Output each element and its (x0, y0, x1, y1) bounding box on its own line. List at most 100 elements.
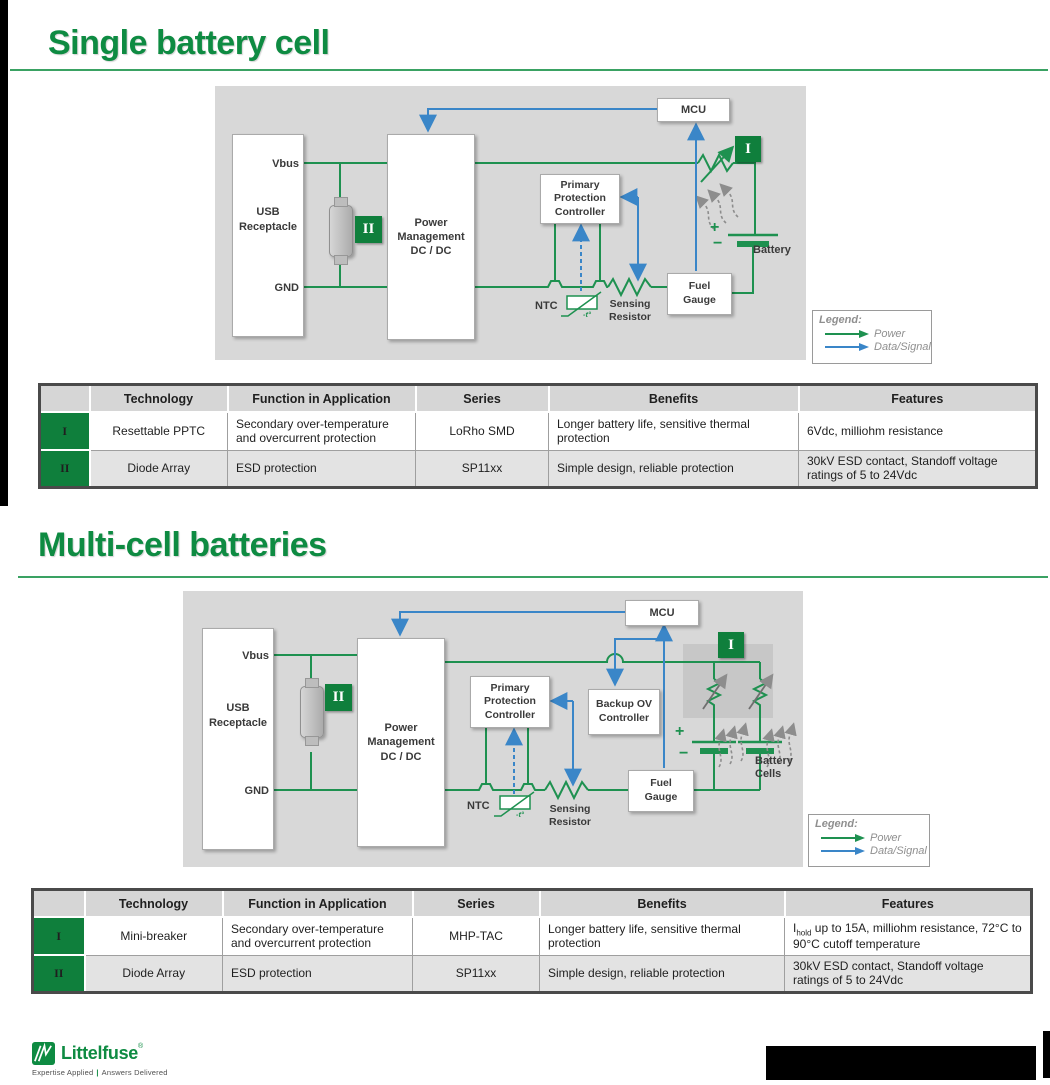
features-subscript: hold (796, 928, 812, 938)
cell-technology: Diode Array (84, 954, 223, 993)
cell-benefits: Simple design, reliable protection (548, 449, 799, 488)
ntc-temp-mark: -t° (516, 810, 524, 819)
usb-receptacle-label: USB Receptacle (208, 702, 268, 729)
table-header-row: Technology Function in Application Serie… (31, 888, 1033, 918)
redacted-footer-block (766, 1046, 1036, 1080)
multi-cell-diagram: Vbus USB Receptacle GND II Power Managem… (183, 591, 803, 867)
multi-cell-spec-table: Technology Function in Application Serie… (31, 888, 1033, 994)
cell-function: Secondary over-temperature and overcurre… (227, 411, 416, 451)
diode-bottom-lead (305, 736, 319, 746)
cell-benefits: Longer battery life, sensitive thermal p… (548, 411, 799, 451)
header-technology: Technology (83, 888, 224, 918)
header-technology: Technology (88, 383, 229, 413)
badge-II: II (355, 216, 382, 243)
battery-minus-sign: − (679, 745, 689, 762)
row-badge-cell: I (31, 916, 86, 956)
cell-series: SP11xx (415, 449, 549, 488)
battery-minus-sign: − (713, 235, 723, 252)
signal-arrow-icon (825, 343, 869, 351)
usb-receptacle-box: Vbus USB Receptacle GND (232, 134, 304, 337)
cell-features: 30kV ESD contact, Standoff voltage ratin… (798, 449, 1037, 488)
diode-array-component (329, 205, 353, 257)
left-edge-black-strip (0, 0, 8, 506)
tagline-left: Expertise Applied (32, 1068, 94, 1077)
vbus-label: Vbus (272, 158, 299, 170)
legend-title: Legend: (815, 818, 858, 830)
littelfuse-logo-lockup: Littelfuse® Expertise Applied|Answers De… (32, 1042, 168, 1077)
gnd-label: GND (274, 282, 299, 294)
features-symbol: I (793, 921, 797, 936)
right-edge-black-strip (1043, 1031, 1050, 1078)
battery-thick-plate (737, 241, 769, 247)
fuel-gauge-box: Fuel Gauge (667, 273, 732, 315)
primary-protection-controller-box: Primary Protection Controller (470, 676, 550, 728)
usb-receptacle-box: Vbus USB Receptacle GND (202, 628, 274, 850)
legend-signal-label: Data/Signal (874, 341, 931, 353)
badge-II: II (325, 684, 352, 711)
sensing-resistor-label: Sensing Resistor (608, 298, 651, 323)
battery2-thick-plate (746, 748, 774, 754)
table-row: II Diode Array ESD protection SP11xx Sim… (38, 449, 1037, 488)
header-function: Function in Application (221, 888, 414, 918)
corner-header-cell (38, 383, 91, 413)
heat-arrows (695, 183, 739, 230)
battery-plus-sign: + (675, 723, 685, 740)
row-badge-cell: I (38, 411, 91, 451)
row-badge-cell: II (38, 449, 91, 488)
power-management-box: Power Management DC / DC (387, 134, 475, 340)
cell-technology: Diode Array (89, 449, 228, 488)
power-arrow-icon (821, 834, 865, 842)
cell-features: 6Vdc, milliohm resistance (798, 411, 1037, 451)
mcu-box: MCU (657, 98, 730, 122)
cell-series: SP11xx (412, 954, 540, 993)
littelfuse-mark-icon (32, 1042, 55, 1065)
features-rest: up to 15A, milliohm resistance, 72°C to … (793, 921, 1022, 952)
corner-header-cell (31, 888, 86, 918)
ntc-thermistor-symbol (561, 291, 602, 317)
cell-benefits: Simple design, reliable protection (539, 954, 785, 993)
backup-ov-controller-box: Backup OV Controller (588, 689, 660, 735)
row-badge-cell: II (31, 954, 86, 993)
table-row: I Mini-breaker Secondary over-temperatur… (31, 916, 1032, 956)
header-series: Series (414, 383, 550, 413)
battery-label: Battery (753, 244, 791, 256)
power-wires (302, 152, 778, 298)
single-cell-wiring-layer (302, 108, 778, 317)
battery1-thick-plate (700, 748, 728, 754)
usb-receptacle-label: USB Receptacle (238, 206, 298, 233)
sensing-resistor-label: Sensing Resistor (548, 803, 591, 828)
ntc-label: NTC (467, 800, 490, 812)
cell-function: Secondary over-temperature and overcurre… (222, 916, 413, 956)
section1-title-rule (10, 69, 1048, 71)
legend-title: Legend: (819, 314, 862, 326)
ntc-temp-mark: -t° (583, 310, 591, 319)
power-wires (272, 653, 782, 801)
brand-name: Littelfuse (61, 1043, 139, 1063)
registered-mark: ® (138, 1043, 144, 1050)
legend-multi: Legend: Power Data/Signal (808, 814, 930, 867)
legend-single: Legend: Power Data/Signal (812, 310, 932, 364)
signal-wires (391, 611, 673, 794)
diode-bottom-lead (334, 255, 348, 265)
cell-series: MHP-TAC (412, 916, 540, 956)
header-benefits: Benefits (547, 383, 800, 413)
section1-title: Single battery cell (48, 24, 330, 62)
ntc-thermistor-symbol (494, 791, 535, 817)
breaker-variable-arrows (702, 673, 774, 710)
cell-series: LoRho SMD (415, 411, 549, 451)
section2-title-rule (18, 576, 1048, 578)
brand-tagline: Expertise Applied|Answers Delivered (32, 1068, 168, 1077)
heat-arrows (714, 722, 797, 768)
diode-top-lead (305, 678, 319, 688)
power-arrow-icon (825, 330, 869, 338)
signal-wires (419, 108, 705, 291)
primary-protection-controller-box: Primary Protection Controller (540, 174, 620, 224)
cell-technology: Mini-breaker (84, 916, 223, 956)
ntc-label: NTC (535, 300, 558, 312)
mcu-box: MCU (625, 600, 699, 626)
legend-signal-label: Data/Signal (870, 845, 927, 857)
pptc-variable-arrow (700, 145, 735, 183)
cell-benefits: Longer battery life, sensitive thermal p… (539, 916, 785, 956)
cell-features: Ihold up to 15A, milliohm resistance, 72… (784, 916, 1032, 956)
